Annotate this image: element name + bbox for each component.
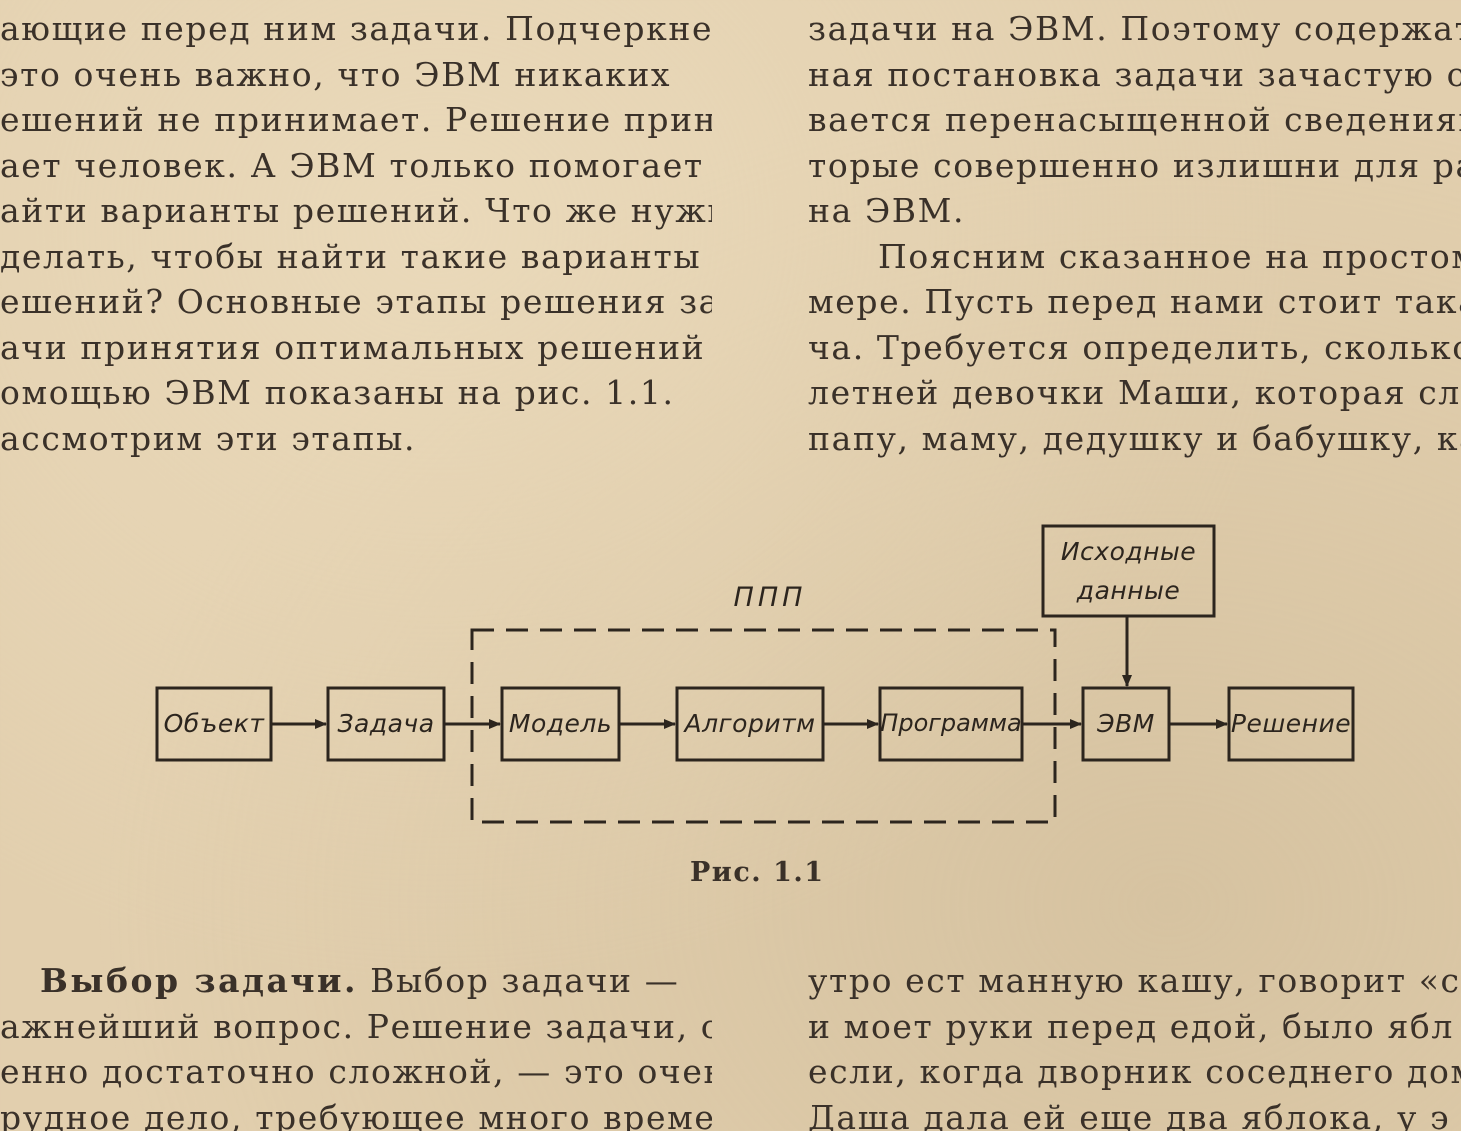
input-data-label-line1: Исходные xyxy=(1060,537,1197,566)
text-line: и моет руки перед едой, было ябл xyxy=(808,1006,1454,1046)
text-line: ажнейший вопрос. Решение задачи, осо- xyxy=(0,1006,712,1046)
text-line: на ЭВМ. xyxy=(808,191,966,230)
text-line: летней девочки Маши, которая слу xyxy=(808,373,1461,412)
bottom-left-text-column: Выбор задачи. Выбор задачи — ажнейший во… xyxy=(0,958,712,1131)
input-data-label-line2: данные xyxy=(1076,576,1181,605)
text-line: Выбор задачи. Выбор задачи — xyxy=(0,958,712,1004)
text-line: Поясним сказанное на простом xyxy=(878,236,1461,276)
algorithm-label: Алгоритм xyxy=(684,709,816,738)
text-line: енно достаточно сложной, — это очень xyxy=(0,1052,712,1091)
task-label: Задача xyxy=(337,709,435,738)
ppp-group-label: ППП xyxy=(733,582,807,613)
text-line: мере. Пусть перед нами стоит такая з xyxy=(808,282,1461,321)
text-line: если, когда дворник соседнего дома т xyxy=(808,1052,1461,1091)
text-line: это очень важно, что ЭВМ никаких xyxy=(0,54,672,94)
program-label: Программа xyxy=(880,709,1022,737)
text-line: ачи принятия оптимальных решений с xyxy=(0,327,712,367)
text-line: айти варианты решений. Что же нужно xyxy=(0,191,712,230)
text-line: вается перенасыщенной сведениями xyxy=(808,100,1461,139)
top-left-text-column: ающие перед ним задачи. Подчеркнем, это … xyxy=(0,6,712,461)
text-line: ешений не принимает. Решение прини- xyxy=(0,100,712,139)
text-line: папу, маму, дедушку и бабушку, каж xyxy=(808,418,1461,458)
top-right-text-column: задачи на ЭВМ. Поэтому содержат ная пост… xyxy=(808,6,1461,461)
text-line: ает человек. А ЭВМ только помогает xyxy=(0,145,704,185)
text-line: задачи на ЭВМ. Поэтому содержат xyxy=(808,9,1461,48)
text-line: ешений? Основные этапы решения за- xyxy=(0,282,712,321)
text-line: торые совершенно излишни для ра xyxy=(808,145,1461,185)
text-line: ассмотрим эти этапы. xyxy=(0,418,417,458)
text-line: рудное дело, требующее много времени. xyxy=(0,1097,712,1131)
solution-label: Решение xyxy=(1230,709,1352,738)
section-heading: Выбор задачи. xyxy=(40,961,358,1000)
computer-label: ЭВМ xyxy=(1097,709,1155,738)
solution-box xyxy=(1227,686,1355,762)
object-label: Объект xyxy=(163,709,265,738)
diagram-graphics xyxy=(155,524,1355,824)
text-line: омощью ЭВМ показаны на рис. 1.1. xyxy=(0,373,675,412)
text-line: ная постановка задачи зачастую ок xyxy=(808,54,1461,94)
text-line: ающие перед ним задачи. Подчеркнем, xyxy=(0,9,712,48)
text-line: утро ест манную кашу, говорит «спаси xyxy=(808,961,1461,1000)
text-line: делать, чтобы найти такие варианты xyxy=(0,236,702,276)
bottom-right-text-column: утро ест манную кашу, говорит «спаси и м… xyxy=(808,958,1461,1131)
text-line: ча. Требуется определить, сколько у п xyxy=(808,327,1461,367)
figure-1-1-diagram: ППП Объект Задача Модель Алгоритм Програ… xyxy=(0,500,1461,860)
text-fragment: Выбор задачи — xyxy=(358,961,680,1000)
model-label: Модель xyxy=(508,709,613,738)
figure-caption: Рис. 1.1 xyxy=(690,857,825,888)
ppp-dashed-group xyxy=(470,628,1057,824)
text-line: Даша дала ей еще два яблока, у э xyxy=(808,1097,1451,1131)
